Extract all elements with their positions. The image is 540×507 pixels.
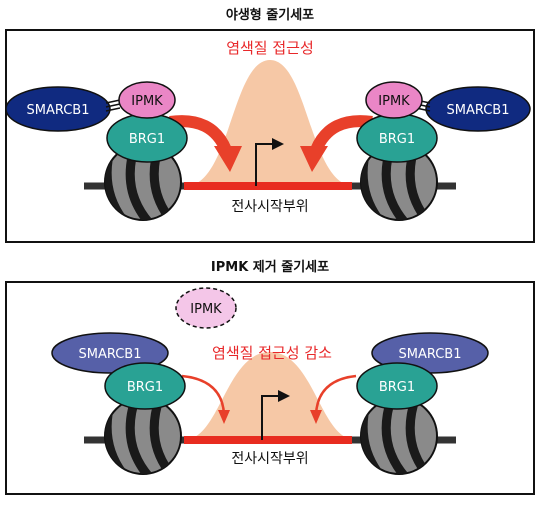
smarcb1-label: SMARCB1 bbox=[26, 103, 89, 118]
brg1-label: BRG1 bbox=[127, 380, 163, 395]
weak-recruitment-arrow-right bbox=[310, 374, 357, 424]
smarcb1-label: SMARCB1 bbox=[78, 347, 141, 362]
missing-ipmk-label: IPMK bbox=[190, 302, 222, 317]
protein-complex-right: SMARCB1 BRG1 IPMK bbox=[356, 81, 531, 163]
wild-type-panel: SMARCB1 BRG1 IPMK SMARCB1 BRG1 IPMK 염색질 … bbox=[5, 29, 535, 243]
tss-arrow bbox=[255, 138, 284, 186]
ipmk-protein bbox=[118, 81, 176, 119]
recruitment-arrow-left bbox=[169, 115, 242, 172]
smarcb1-protein bbox=[425, 86, 531, 132]
knockout-panel: IPMK SMARCB1 BRG1 SMARCB1 BRG1 염색질 접근성 감… bbox=[5, 281, 535, 495]
tss-arrow bbox=[261, 390, 290, 440]
smarcb1-protein bbox=[5, 86, 111, 132]
protein-complex-right: SMARCB1 BRG1 bbox=[356, 332, 489, 410]
tss-label: 전사시작부위 bbox=[231, 451, 308, 467]
missing-ipmk: IPMK bbox=[175, 287, 237, 329]
ipmk-label: IPMK bbox=[378, 94, 410, 109]
brg1-label: BRG1 bbox=[129, 132, 165, 147]
smarcb1-label: SMARCB1 bbox=[398, 347, 461, 362]
chromatin-accessibility-label: 염색질 접근성 bbox=[226, 39, 314, 57]
brg1-label: BRG1 bbox=[379, 380, 415, 395]
protein-complex-left: SMARCB1 BRG1 IPMK bbox=[5, 81, 188, 163]
brg1-label: BRG1 bbox=[379, 132, 415, 147]
recruitment-arrow-right bbox=[300, 115, 373, 172]
tss-label: 전사시작부위 bbox=[231, 199, 308, 215]
protein-complex-left: SMARCB1 BRG1 bbox=[51, 332, 186, 410]
ipmk-label: IPMK bbox=[131, 94, 163, 109]
reduced-accessibility-label: 염색질 접근성 감소 bbox=[212, 344, 332, 362]
weak-recruitment-arrow-left bbox=[181, 374, 230, 424]
wild-type-panel-title: 야생형 줄기세포 bbox=[225, 8, 315, 23]
knockout-panel-title: IPMK 제거 줄기세포 bbox=[210, 260, 330, 275]
ipmk-protein bbox=[365, 81, 423, 119]
brg1-protein bbox=[356, 362, 438, 410]
brg1-protein bbox=[104, 362, 186, 410]
smarcb1-label: SMARCB1 bbox=[446, 103, 509, 118]
